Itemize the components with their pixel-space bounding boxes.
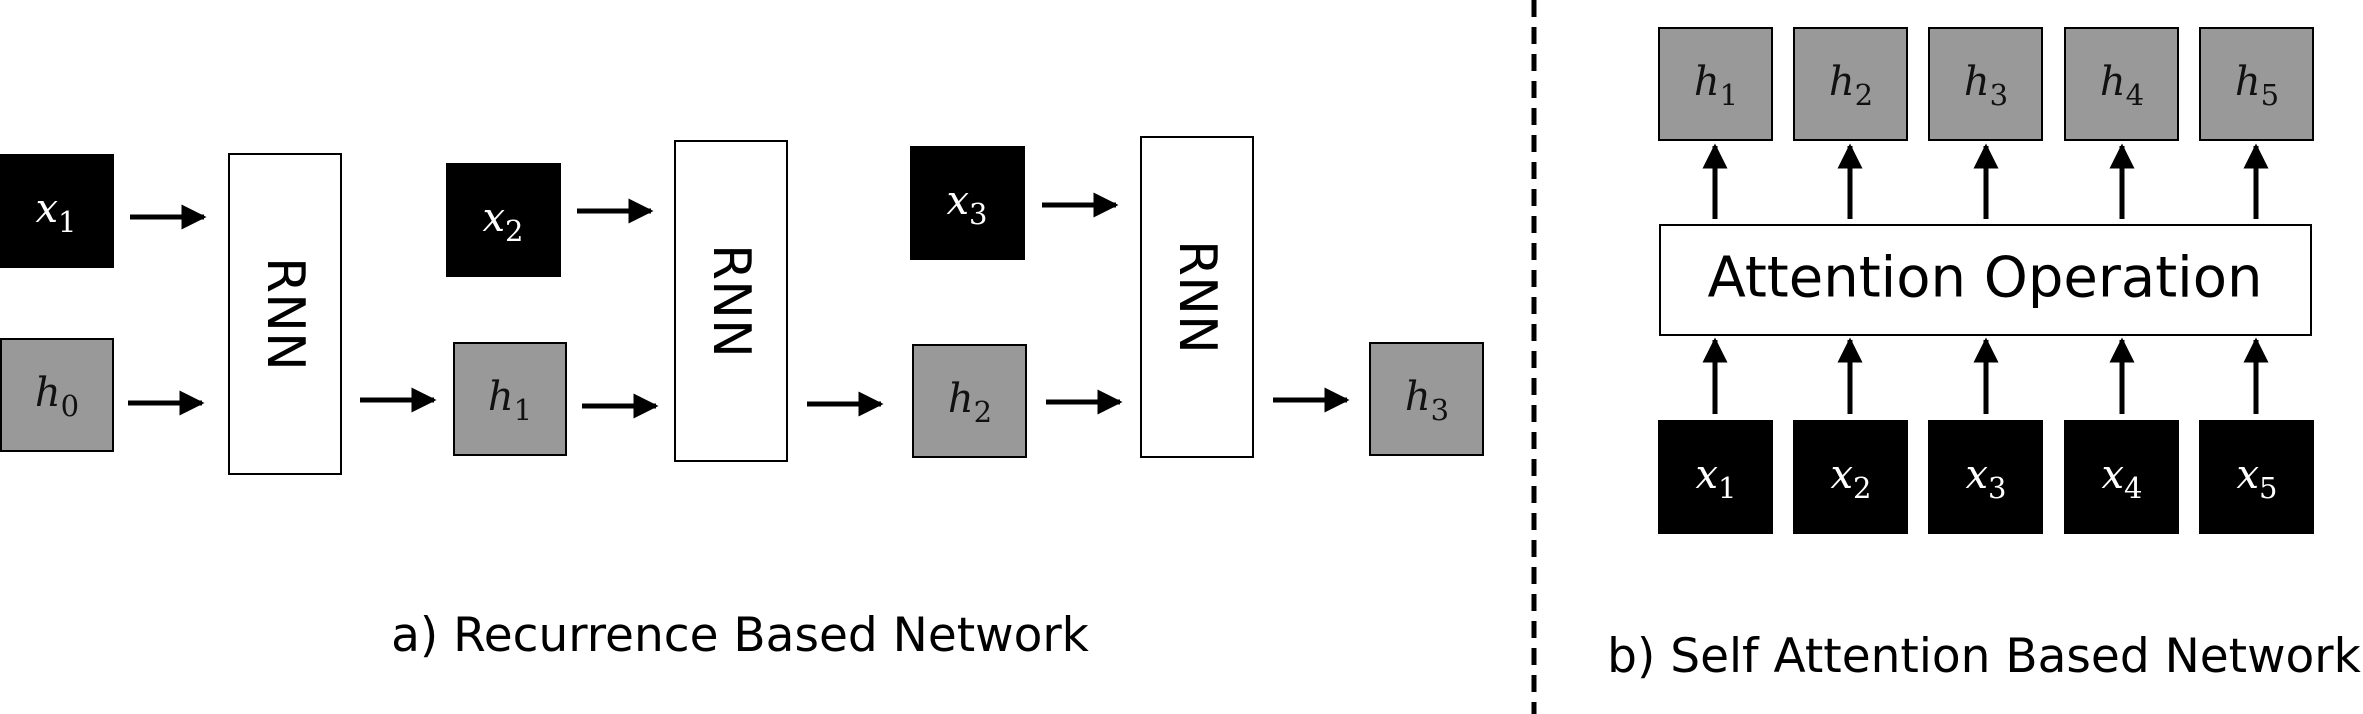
attn-input-node-x4: x4 — [2064, 420, 2179, 534]
output-label-h4: h4 — [2100, 59, 2144, 112]
rnn-cell-3: RNN — [1140, 136, 1254, 458]
hidden-node-h1: h1 — [453, 342, 567, 456]
output-node-h5: h5 — [2199, 27, 2314, 141]
hidden-node-h3: h3 — [1369, 342, 1484, 456]
output-node-h2: h2 — [1793, 27, 1908, 141]
attention-operation-box: Attention Operation — [1659, 224, 2312, 336]
output-label-h5: h5 — [2235, 59, 2279, 112]
caption-recurrence: a) Recurrence Based Network — [391, 608, 1090, 663]
rnn-cell-2: RNN — [674, 140, 788, 462]
rnn-cell-2-label: RNN — [701, 244, 761, 358]
input-node-x3: x3 — [910, 146, 1025, 260]
input-label-x1: x1 — [35, 186, 76, 239]
panel-self-attention: h1 h2 h3 h4 h5 Attention Operation x1 — [1607, 27, 2362, 684]
caption-self-attention: b) Self Attention Based Network — [1607, 629, 2362, 684]
output-label-h1: h1 — [1694, 59, 1738, 112]
hidden-node-h0: h0 — [0, 338, 114, 452]
rnn-cell-1-label: RNN — [255, 257, 315, 371]
attn-input-label-x4: x4 — [2101, 452, 2142, 505]
input-node-x2: x2 — [446, 163, 561, 277]
attn-input-label-x3: x3 — [1965, 452, 2006, 505]
hidden-label-h2: h2 — [948, 376, 992, 429]
output-label-h2: h2 — [1829, 59, 1873, 112]
arrows-attention-in — [1702, 337, 2269, 414]
hidden-label-h1: h1 — [488, 374, 532, 427]
attn-input-label-x2: x2 — [1830, 452, 1871, 505]
attn-input-node-x5: x5 — [2199, 420, 2314, 534]
output-node-h3: h3 — [1928, 27, 2043, 141]
arrows-attention-out — [1702, 143, 2269, 219]
hidden-label-h3: h3 — [1405, 374, 1449, 427]
hidden-label-h0: h0 — [35, 370, 79, 423]
panel-recurrence: x1 x2 x3 h0 h1 h2 h3 RNN — [0, 136, 1484, 663]
attention-operation-label: Attention Operation — [1708, 246, 2263, 311]
rnn-cell-1: RNN — [228, 153, 342, 475]
attn-input-label-x1: x1 — [1695, 452, 1736, 505]
input-label-x3: x3 — [946, 178, 987, 231]
attn-input-label-x5: x5 — [2236, 452, 2277, 505]
arrows-recurrence — [128, 192, 1350, 419]
attn-input-node-x3: x3 — [1928, 420, 2043, 534]
input-label-x2: x2 — [482, 195, 523, 248]
output-node-h4: h4 — [2064, 27, 2179, 141]
rnn-cell-3-label: RNN — [1167, 240, 1227, 354]
hidden-node-h2: h2 — [912, 344, 1027, 458]
attn-input-node-x2: x2 — [1793, 420, 1908, 534]
output-node-h1: h1 — [1658, 27, 1773, 141]
output-label-h3: h3 — [1964, 59, 2008, 112]
input-node-x1: x1 — [0, 154, 114, 268]
attn-input-node-x1: x1 — [1658, 420, 1773, 534]
